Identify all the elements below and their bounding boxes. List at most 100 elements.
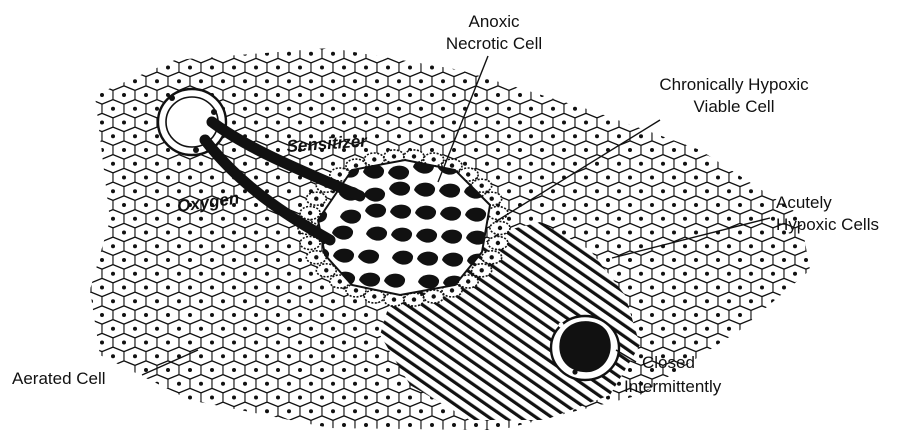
cell-nucleus: [397, 134, 401, 138]
cell-nucleus: [210, 423, 214, 427]
hypoxic-rim-nucleus: [372, 294, 376, 298]
cell-nucleus: [518, 176, 522, 180]
cell-nucleus: [408, 93, 412, 97]
cell-nucleus: [386, 396, 390, 400]
cell: [751, 389, 773, 407]
cell-nucleus: [78, 121, 82, 125]
cell-nucleus: [155, 162, 159, 166]
cell-nucleus: [452, 423, 456, 427]
cell: [817, 31, 839, 49]
cell: [245, 416, 267, 434]
cell-nucleus: [89, 272, 93, 276]
cell-nucleus: [111, 327, 115, 331]
cell-nucleus: [573, 409, 577, 413]
cell-nucleus: [111, 382, 115, 386]
cell-nucleus: [320, 396, 324, 400]
cell-nucleus: [551, 162, 555, 166]
cell-nucleus: [738, 313, 742, 317]
cell-nucleus: [111, 189, 115, 193]
cell: [80, 72, 102, 90]
cell-nucleus: [727, 189, 731, 193]
cell-nucleus: [254, 258, 258, 262]
cell-nucleus: [617, 162, 621, 166]
cell: [476, 430, 498, 436]
cell-nucleus: [694, 341, 698, 345]
cell-nucleus: [100, 148, 104, 152]
cell: [685, 31, 707, 49]
hypoxic-rim-nucleus: [480, 268, 484, 272]
cell: [795, 31, 817, 49]
cell: [190, 430, 212, 436]
cell: [234, 402, 256, 420]
cell-nucleus: [155, 409, 159, 413]
cell: [806, 292, 828, 310]
cell-nucleus: [276, 231, 280, 235]
cell-nucleus: [265, 409, 269, 413]
hypoxic-rim-nucleus: [480, 184, 484, 188]
cell-nucleus: [617, 244, 621, 248]
cell-nucleus: [650, 341, 654, 345]
cell-nucleus: [133, 382, 137, 386]
cell-nucleus: [661, 217, 665, 221]
cell-nucleus: [441, 52, 445, 56]
cell-nucleus: [265, 382, 269, 386]
cell-nucleus: [650, 231, 654, 235]
cell-nucleus: [672, 66, 676, 70]
cell-nucleus: [122, 313, 126, 317]
cell: [91, 389, 113, 407]
cell-nucleus: [386, 93, 390, 97]
cell-nucleus: [815, 382, 819, 386]
cell-nucleus: [144, 368, 148, 372]
cell: [773, 306, 795, 324]
cell-nucleus: [727, 409, 731, 413]
cell: [157, 31, 179, 49]
cell: [817, 416, 839, 434]
cell-nucleus: [782, 286, 786, 290]
cell-nucleus: [210, 38, 214, 42]
cell: [762, 45, 784, 63]
cell-nucleus: [210, 66, 214, 70]
cell: [630, 430, 652, 436]
cell: [795, 169, 817, 187]
cell-nucleus: [265, 107, 269, 111]
cell: [707, 416, 729, 434]
cell-nucleus: [639, 52, 643, 56]
cell-nucleus: [265, 52, 269, 56]
cell-nucleus: [551, 217, 555, 221]
cell-nucleus: [111, 244, 115, 248]
cell-nucleus: [243, 244, 247, 248]
cell-nucleus: [298, 93, 302, 97]
cell-nucleus: [826, 341, 830, 345]
cell: [168, 402, 190, 420]
cell-nucleus: [804, 396, 808, 400]
cell-nucleus: [727, 162, 731, 166]
cell: [619, 31, 641, 49]
cell-nucleus: [133, 162, 137, 166]
cell-nucleus: [540, 148, 544, 152]
cell-nucleus: [430, 93, 434, 97]
cell: [784, 402, 806, 420]
cell: [806, 265, 828, 283]
cell: [729, 361, 751, 379]
cell-nucleus: [111, 79, 115, 83]
cell-nucleus: [122, 121, 126, 125]
cell-nucleus: [716, 121, 720, 125]
cell-nucleus: [155, 327, 159, 331]
cell-nucleus: [782, 423, 786, 427]
cell-nucleus: [804, 66, 808, 70]
hypoxic-rim-nucleus: [496, 211, 500, 215]
cell: [729, 141, 751, 159]
cell: [157, 416, 179, 434]
cell-nucleus: [793, 382, 797, 386]
cell-nucleus: [705, 409, 709, 413]
cell-nucleus: [650, 396, 654, 400]
cell-nucleus: [100, 93, 104, 97]
cell: [773, 416, 795, 434]
cell: [388, 430, 410, 436]
cell: [795, 334, 817, 352]
cell-nucleus: [375, 409, 379, 413]
cell-nucleus: [606, 176, 610, 180]
cell: [300, 430, 322, 436]
cell-nucleus: [386, 121, 390, 125]
cell-nucleus: [617, 272, 621, 276]
